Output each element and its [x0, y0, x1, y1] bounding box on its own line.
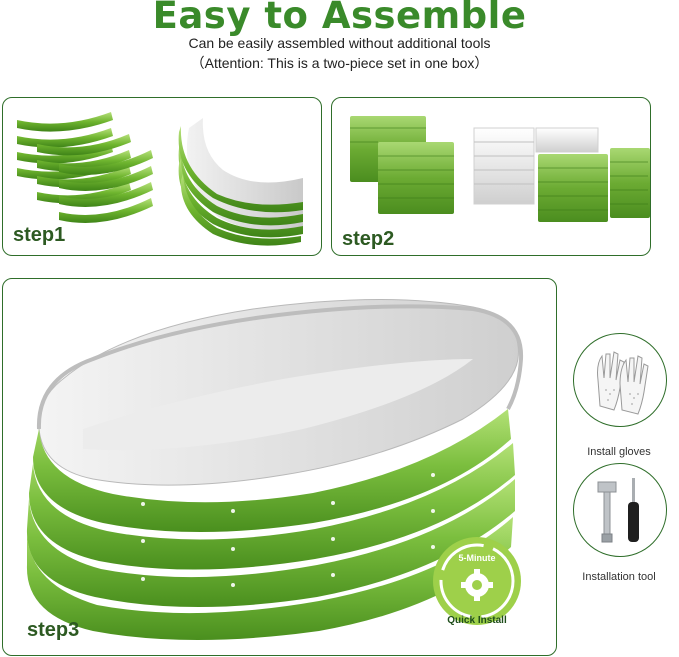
- step2-label: step2: [342, 228, 395, 250]
- badge-line1: 5-Minute: [459, 553, 496, 563]
- page-subtitle: Can be easily assembled without addition…: [188, 35, 491, 51]
- step3-label: step3: [27, 619, 80, 641]
- gloves-label: Install gloves: [587, 446, 651, 458]
- quick-install-badge: 5-Minute Quick Install: [433, 537, 521, 626]
- wrench-screwdriver-icon: [597, 478, 639, 543]
- curved-panels-illustration: [17, 112, 303, 246]
- step2-panel: step2: [331, 97, 651, 256]
- tools-label: Installation tool: [582, 571, 656, 583]
- straight-panels-illustration: [350, 116, 650, 222]
- raised-bed-illustration: [26, 298, 524, 640]
- badge-line2: Quick Install: [447, 615, 507, 626]
- gloves-icon: [597, 351, 649, 415]
- gloves-circle: [573, 333, 667, 427]
- attention-note: （Attention: This is a two-piece set in o…: [190, 55, 489, 71]
- tools-circle: [573, 463, 667, 557]
- step3-panel: 5-Minute Quick Install step3: [2, 278, 557, 656]
- gear-icon: [461, 569, 493, 601]
- step1-panel: step1: [2, 97, 322, 256]
- step1-label: step1: [13, 224, 66, 246]
- page-title: Easy to Assemble: [152, 0, 527, 37]
